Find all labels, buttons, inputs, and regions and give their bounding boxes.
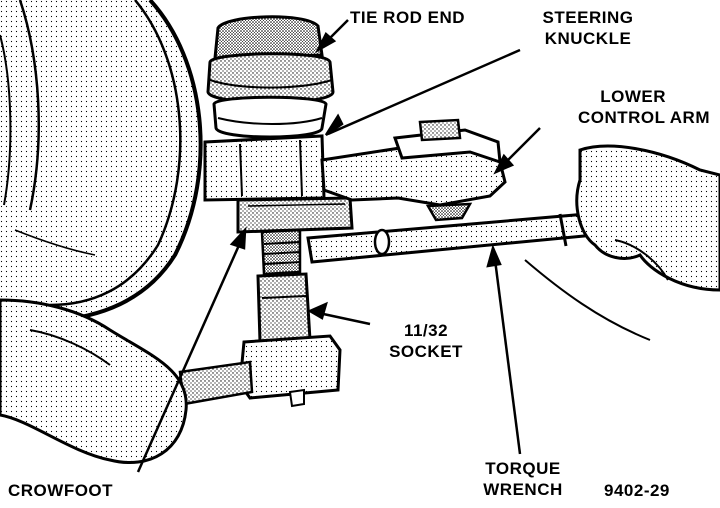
tire (0, 0, 203, 322)
label-socket-line1: 11/32 (403, 321, 449, 340)
label-torque-wrench-line2: WRENCH (483, 480, 563, 499)
label-crowfoot: CROWFOOT (8, 481, 114, 500)
leader-lines (136, 19, 541, 473)
label-tie-rod-end: TIE ROD END (350, 8, 466, 27)
label-socket-line2: SOCKET (389, 342, 463, 361)
hand-right (524, 144, 720, 341)
tie-rod-end (206, 15, 335, 139)
socket (256, 228, 312, 344)
hand-left (0, 298, 188, 465)
lower-control-arm (320, 118, 507, 222)
label-steering-knuckle-line1: STEERING (542, 8, 634, 27)
crowfoot (178, 334, 342, 408)
figure-number: 9402-29 (604, 481, 670, 500)
label-lower-control-arm: LOWER CONTROL ARM (542, 86, 710, 128)
label-steering-knuckle: STEERING KNUCKLE (528, 7, 648, 49)
label-torque-wrench-line1: TORQUE (485, 459, 561, 478)
label-socket: 11/32 SOCKET (378, 320, 474, 362)
steering-knuckle (203, 134, 354, 234)
label-lower-control-arm-line1: LOWER (600, 87, 666, 106)
label-torque-wrench: TORQUE WRENCH (470, 458, 576, 500)
label-lower-control-arm-line2: CONTROL ARM (577, 108, 710, 127)
label-steering-knuckle-line2: KNUCKLE (544, 29, 632, 48)
